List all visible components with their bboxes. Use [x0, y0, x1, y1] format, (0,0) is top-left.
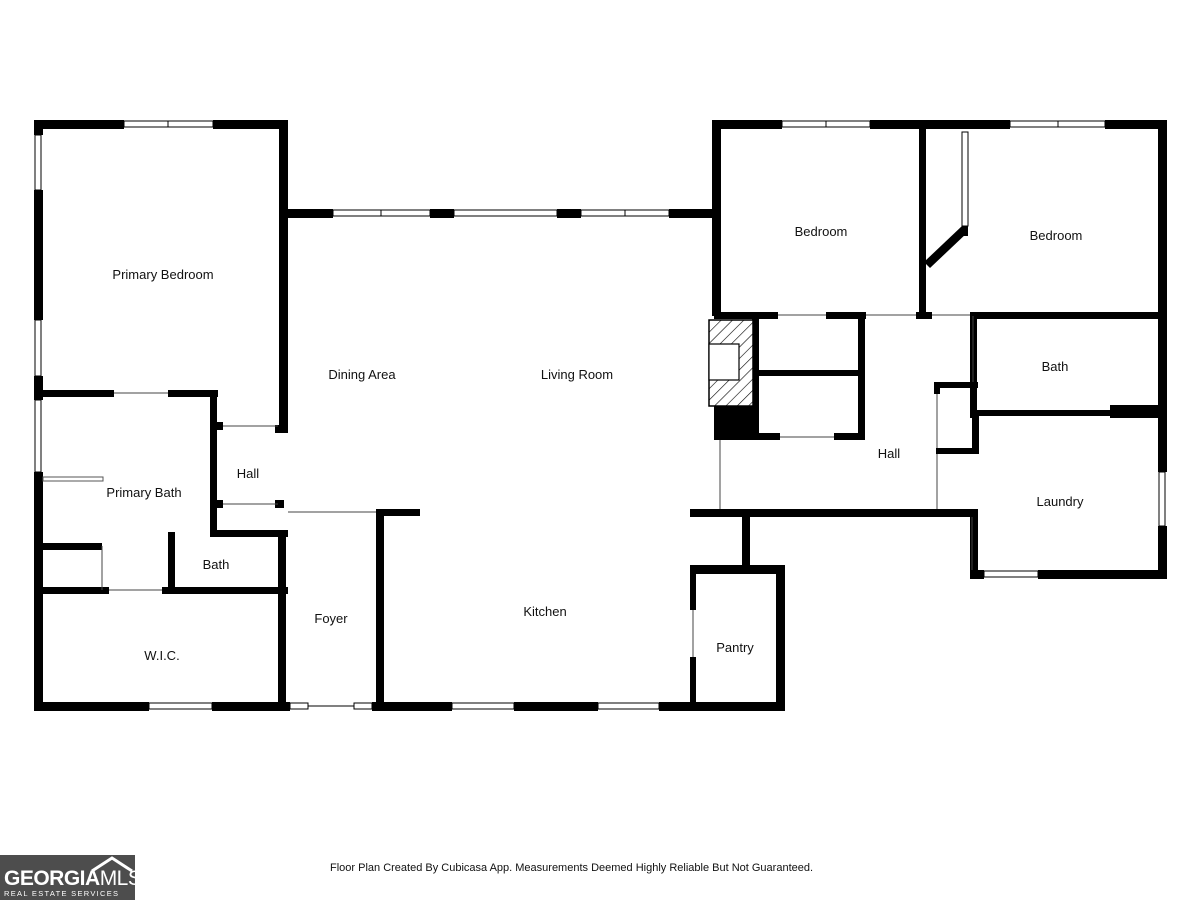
closet-rod [42, 476, 104, 482]
room-label-bath-right: Bath [1042, 359, 1069, 374]
room-label-bath-small: Bath [203, 557, 230, 572]
room-label-bedroom-1: Bedroom [795, 224, 848, 239]
room-label-primary-bedroom: Primary Bedroom [112, 267, 213, 282]
logo-brand-light: MLS [99, 867, 135, 890]
openings [101, 314, 974, 657]
room-label-foyer: Foyer [314, 611, 348, 626]
room-label-pantry: Pantry [716, 640, 754, 655]
floor-plan-credit: Floor Plan Created By Cubicasa App. Meas… [330, 862, 814, 874]
room-label-hall-left: Hall [237, 466, 260, 481]
room-label-bedroom-2: Bedroom [1030, 228, 1083, 243]
logo-brand-bold: GEORGIA [4, 867, 100, 890]
georgia-mls-logo: GEORGIAMLS REAL ESTATE SERVICES [0, 855, 135, 900]
house-roof-icon [91, 856, 133, 873]
room-label-hall-right: Hall [878, 446, 901, 461]
room-label-dining-area: Dining Area [328, 367, 396, 382]
walls [34, 120, 1167, 711]
room-label-laundry: Laundry [1037, 494, 1084, 509]
windows [34, 120, 1166, 710]
room-labels: Primary Bedroom Dining Area Living Room … [106, 224, 1084, 663]
room-label-primary-bath: Primary Bath [106, 485, 181, 500]
room-label-wic: W.I.C. [144, 648, 179, 663]
logo-wordmark: GEORGIAMLS [4, 867, 135, 891]
logo-tagline: REAL ESTATE SERVICES [4, 889, 120, 898]
room-label-living-room: Living Room [541, 367, 613, 382]
fireplace [708, 319, 754, 407]
room-label-kitchen: Kitchen [523, 604, 566, 619]
